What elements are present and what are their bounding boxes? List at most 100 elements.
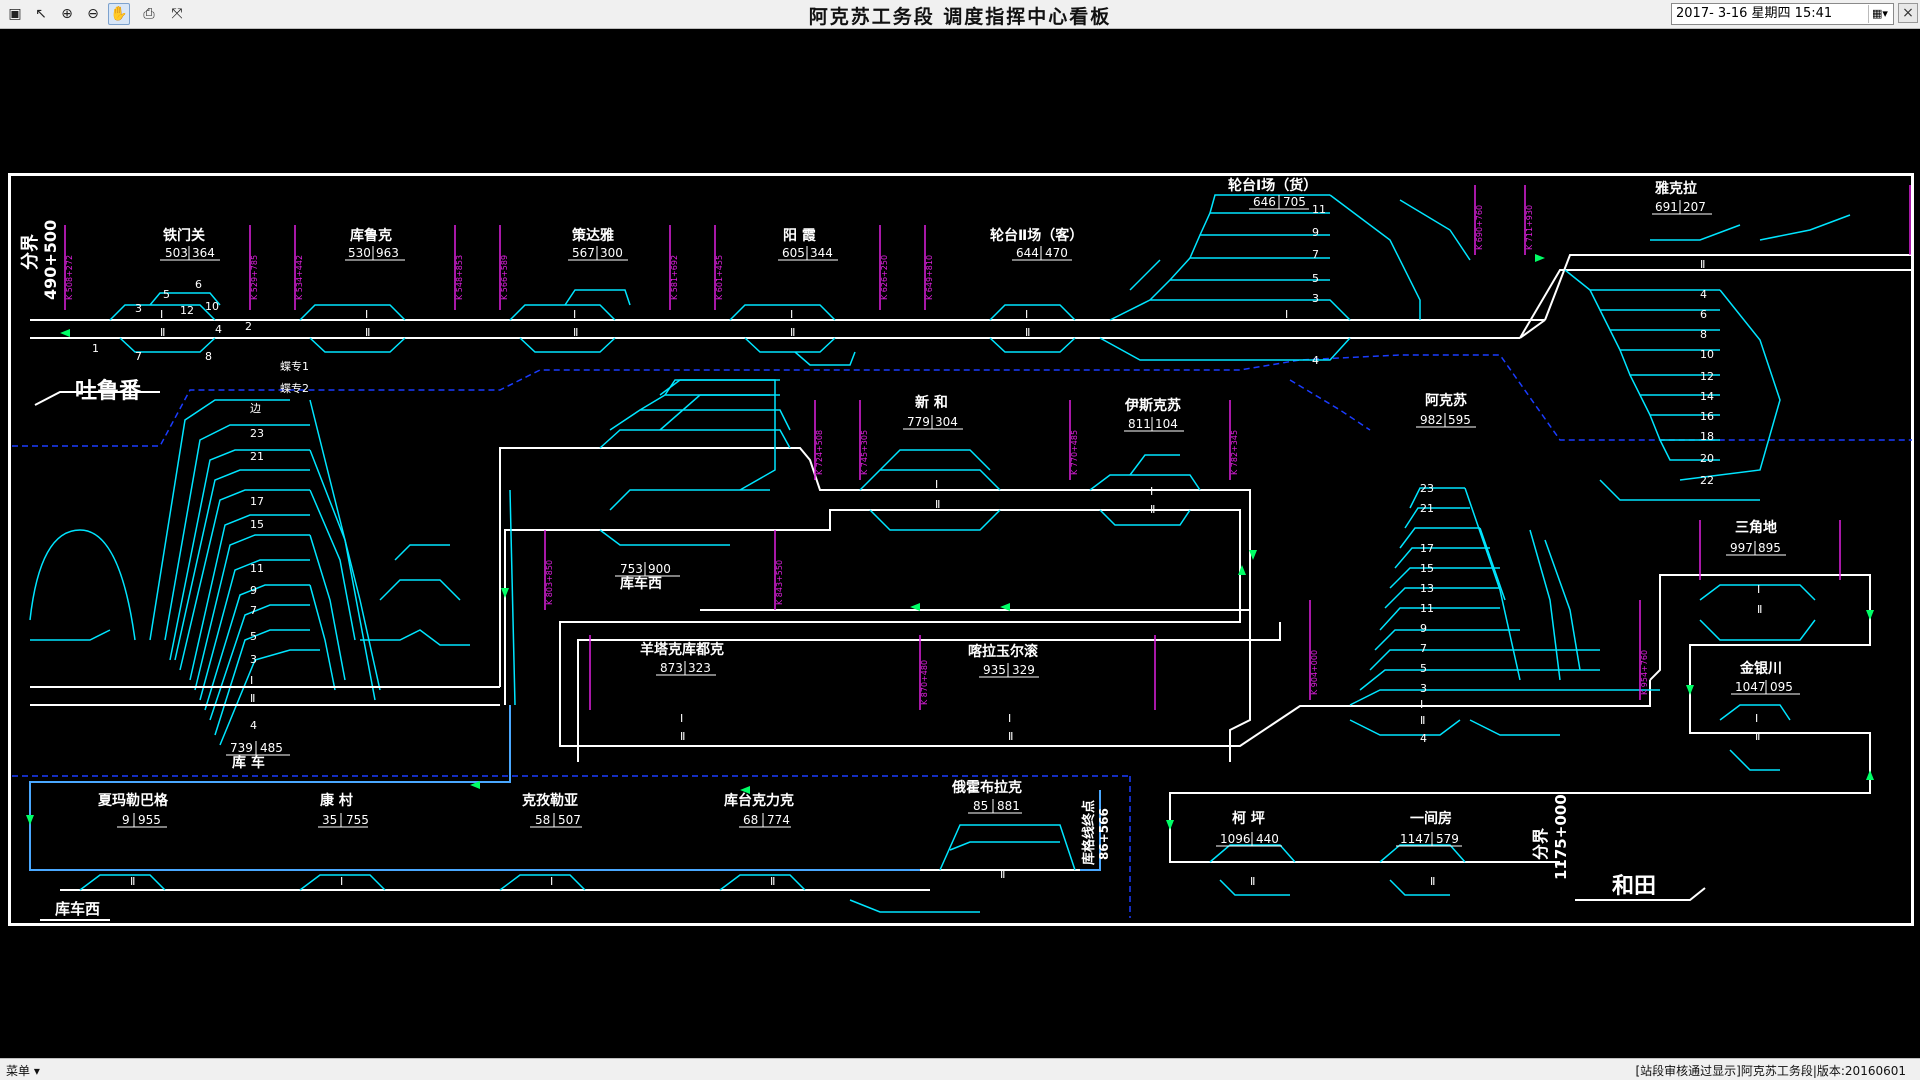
svg-text:Ⅱ: Ⅱ: [1700, 258, 1705, 271]
svg-text:Ⅰ: Ⅰ: [1025, 308, 1028, 321]
zoom-out-icon[interactable]: ⊖: [87, 6, 99, 22]
arrow-select-icon[interactable]: ↖: [35, 6, 47, 22]
aksu-yard: [1349, 487, 1660, 736]
open-icon[interactable]: ▣: [8, 6, 22, 22]
svg-text:10: 10: [205, 300, 219, 313]
svg-text:873: 873: [660, 661, 683, 675]
svg-text:伊斯克苏: 伊斯克苏: [1124, 397, 1181, 414]
svg-text:68: 68: [743, 813, 758, 827]
svg-text:15: 15: [1420, 562, 1434, 575]
svg-text:Ⅱ: Ⅱ: [250, 692, 255, 705]
svg-text:Ⅰ: Ⅰ: [340, 875, 343, 888]
kuche-main-lines: [30, 447, 1651, 762]
svg-text:982: 982: [1420, 413, 1443, 427]
fit-view-icon[interactable]: ⤧: [171, 6, 183, 22]
svg-text:一间房: 一间房: [1410, 810, 1452, 827]
svg-text:Ⅰ: Ⅰ: [1285, 308, 1288, 321]
svg-text:库 车: 库 车: [232, 754, 265, 771]
svg-text:Ⅰ: Ⅰ: [680, 712, 683, 725]
svg-text:895: 895: [1758, 541, 1781, 555]
svg-text:轮台Ⅰ场（货）: 轮台Ⅰ场（货）: [1228, 177, 1317, 194]
xinhe-yisikesu-loops: [859, 449, 1201, 531]
svg-text:955: 955: [138, 813, 161, 827]
svg-text:935: 935: [983, 663, 1006, 677]
close-button[interactable]: ×: [1898, 3, 1918, 23]
svg-text:507: 507: [558, 813, 581, 827]
boundary-left-label: 分界: [20, 234, 41, 270]
mileage-ticks: [64, 185, 1911, 710]
svg-text:344: 344: [810, 246, 833, 260]
print-icon[interactable]: ⎙: [143, 6, 155, 22]
svg-text:3: 3: [250, 653, 257, 666]
svg-text:14: 14: [1700, 390, 1714, 403]
section-boundary-lines: [12, 354, 1912, 918]
svg-text:Ⅱ: Ⅱ: [935, 498, 940, 511]
svg-text:Ⅱ: Ⅱ: [1008, 730, 1013, 743]
status-info: [站段审核通过显示]阿克苏工务段|版本:20160601: [1635, 1064, 1906, 1078]
mileage-label: K 770+485: [1070, 430, 1079, 475]
datetime-picker[interactable]: 2017- 3-16 星期四 15:41 ▦▾: [1671, 3, 1894, 25]
zoom-in-icon[interactable]: ⊕: [61, 6, 73, 22]
direction-tulufan: 吐鲁番: [75, 378, 142, 404]
svg-text:柯 坪: 柯 坪: [1232, 810, 1265, 827]
svg-text:Ⅱ: Ⅱ: [1000, 868, 1005, 881]
svg-text:7: 7: [1420, 642, 1427, 655]
svg-text:21: 21: [1420, 502, 1434, 515]
svg-text:15: 15: [250, 518, 264, 531]
svg-text:Ⅱ: Ⅱ: [1025, 326, 1030, 339]
svg-text:21: 21: [250, 450, 264, 463]
svg-text:503: 503: [165, 246, 188, 260]
calendar-dropdown-icon[interactable]: ▦▾: [1868, 5, 1891, 23]
svg-text:3: 3: [1420, 682, 1427, 695]
mileage-label: K 904+000: [1310, 650, 1319, 695]
svg-text:104: 104: [1155, 417, 1178, 431]
svg-text:8: 8: [1700, 328, 1707, 341]
svg-text:Ⅱ: Ⅱ: [1755, 730, 1760, 743]
chevron-down-icon: ▾: [33, 1064, 40, 1078]
svg-text:485: 485: [260, 741, 283, 755]
svg-text:595: 595: [1448, 413, 1471, 427]
branch-main-bottom: [60, 869, 1080, 891]
station-kalayuergun: 喀拉玉尔滚 935 329: [968, 643, 1039, 678]
svg-text:85: 85: [973, 799, 988, 813]
svg-text:Ⅱ: Ⅱ: [1150, 503, 1155, 516]
svg-text:11: 11: [250, 562, 264, 575]
boundary-right-label: 分界: [1531, 828, 1550, 860]
pan-hand-icon[interactable]: ✋: [108, 3, 130, 25]
svg-text:691: 691: [1655, 200, 1678, 214]
mileage-label: K 649+810: [925, 255, 934, 300]
svg-text:4: 4: [1420, 732, 1427, 745]
svg-text:9: 9: [250, 584, 257, 597]
svg-text:530: 530: [348, 246, 371, 260]
svg-text:329: 329: [1012, 663, 1035, 677]
svg-text:17: 17: [1420, 542, 1434, 555]
svg-text:23: 23: [250, 427, 264, 440]
svg-text:库鲁克: 库鲁克: [350, 227, 392, 244]
svg-text:Ⅰ: Ⅰ: [365, 308, 368, 321]
svg-text:俄霍布拉克: 俄霍布拉克: [951, 779, 1022, 796]
menu-button[interactable]: 菜单 ▾: [6, 1062, 40, 1079]
svg-text:阳 霞: 阳 霞: [783, 227, 817, 244]
svg-text:35: 35: [322, 813, 337, 827]
mileage-label: K 870+480: [920, 660, 929, 705]
svg-text:新 和: 新 和: [915, 394, 948, 411]
boundary-left-km: 490+500: [41, 220, 60, 300]
svg-text:3: 3: [1312, 292, 1319, 305]
svg-text:Ⅰ: Ⅰ: [1150, 485, 1153, 498]
svg-text:康 村: 康 村: [320, 792, 353, 809]
svg-text:12: 12: [1700, 370, 1714, 383]
station-loops-top: [109, 194, 1851, 501]
svg-text:喀拉玉尔滚: 喀拉玉尔滚: [968, 643, 1039, 660]
svg-text:Ⅱ: Ⅱ: [770, 875, 775, 888]
